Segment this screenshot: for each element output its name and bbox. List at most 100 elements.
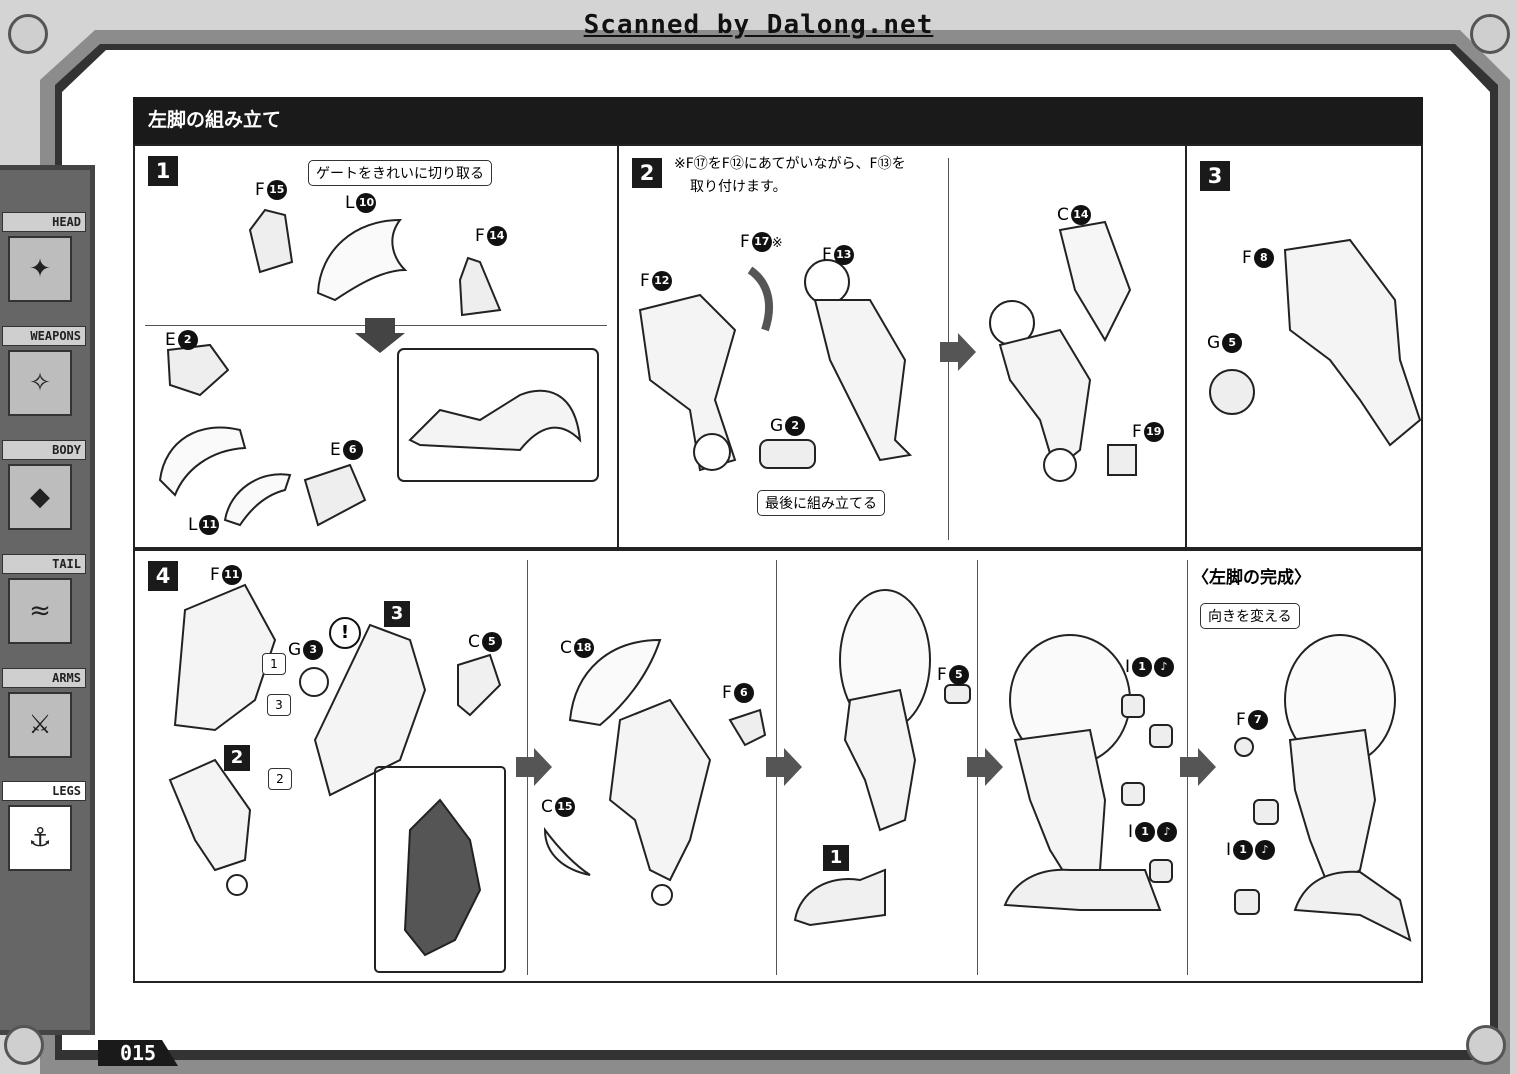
part-shape — [1003, 868, 1162, 911]
part-shape — [316, 218, 408, 302]
inset-box — [374, 766, 506, 973]
part-shape — [813, 299, 913, 462]
step2-note-line2: 取り付けます。 — [690, 179, 787, 195]
right-arrow-icon — [967, 748, 1003, 786]
corner-gear-icon — [1470, 14, 1510, 54]
part-shape — [1253, 799, 1279, 825]
part-shape — [408, 389, 582, 452]
substep-number: 2 — [224, 745, 250, 771]
step-number: 3 — [1200, 161, 1230, 191]
part-shape — [1107, 444, 1137, 476]
part-shape — [1043, 448, 1077, 482]
order-mark: 3 — [267, 694, 291, 716]
part-shape — [173, 583, 277, 732]
part-shape — [543, 826, 591, 876]
rotate-callout: 向きを変える — [1200, 603, 1300, 629]
part-shape — [1121, 694, 1145, 718]
tail-icon: ≈ — [8, 578, 72, 644]
part-shape — [1293, 870, 1412, 942]
down-arrow — [355, 318, 405, 353]
inset-box — [397, 348, 599, 482]
sidebar-tab-weapons[interactable]: WEAPONS ✧ — [2, 326, 86, 416]
part-shape — [313, 623, 427, 797]
caution-icon: ! — [329, 617, 361, 649]
part-shape — [1234, 737, 1254, 757]
right-arrow-icon — [766, 748, 802, 786]
part-shape — [747, 266, 773, 332]
dragon-head-icon: ✦ — [8, 236, 72, 302]
order-mark: 2 — [268, 768, 292, 790]
part-shape — [651, 884, 673, 906]
completion-heading: 〈左脚の完成〉 — [1192, 568, 1311, 588]
part-shape — [248, 208, 294, 274]
sidebar-tab-label: HEAD — [2, 212, 86, 232]
leg-icon: ⚓ — [8, 805, 72, 871]
sidebar-tab-label: WEAPONS — [2, 326, 86, 346]
sidebar-tab-arms[interactable]: ARMS ⚔ — [2, 668, 86, 758]
part-shape — [568, 638, 662, 727]
sidebar-tab-legs[interactable]: LEGS ⚓ — [2, 781, 86, 871]
right-arrow-icon — [1180, 748, 1216, 786]
part-shape — [1058, 220, 1132, 343]
part-shape — [303, 463, 367, 527]
step-number: 1 — [148, 156, 178, 186]
sidebar-tab-label: BODY — [2, 440, 86, 460]
part-shape — [693, 433, 731, 471]
sidebar-tab-label: LEGS — [2, 781, 86, 801]
part-shape — [608, 698, 712, 882]
sidebar-tab-label: TAIL — [2, 554, 86, 574]
apply-cement-icon: ♪ — [1157, 822, 1178, 842]
part-shape — [793, 868, 886, 927]
scan-watermark: Scanned by Dalong.net — [583, 10, 934, 40]
part-shape — [759, 439, 816, 469]
part-shape — [457, 653, 502, 717]
assemble-last-callout: 最後に組み立てる — [757, 490, 885, 516]
part-shape — [223, 473, 292, 527]
part-shape — [1149, 859, 1173, 883]
right-arrow-icon — [940, 333, 976, 371]
step-number: 2 — [632, 158, 662, 188]
sidebar-tab-body[interactable]: BODY ◆ — [2, 440, 86, 530]
sidebar-tab-tail[interactable]: TAIL ≈ — [2, 554, 86, 644]
part-shape — [1149, 724, 1173, 748]
corner-gear-icon — [8, 14, 48, 54]
gate-cut-callout: ゲートをきれいに切り取る — [308, 160, 492, 186]
step-number: 4 — [148, 561, 178, 591]
part-shape — [458, 256, 502, 317]
part-shape — [299, 667, 329, 697]
part-shape — [1234, 889, 1260, 915]
right-arrow-icon — [516, 748, 552, 786]
apply-cement-icon: ♪ — [1255, 840, 1276, 860]
weapon-icon: ✧ — [8, 350, 72, 416]
part-shape — [1209, 369, 1255, 415]
part-shape — [1283, 238, 1422, 447]
part-shape — [166, 343, 230, 397]
part-shape — [403, 798, 482, 957]
corner-gear-icon — [4, 1025, 44, 1065]
part-shape — [1121, 782, 1145, 806]
divider — [617, 146, 619, 548]
part-shape — [944, 684, 971, 704]
sidebar-tab-head[interactable]: HEAD ✦ — [2, 212, 86, 302]
